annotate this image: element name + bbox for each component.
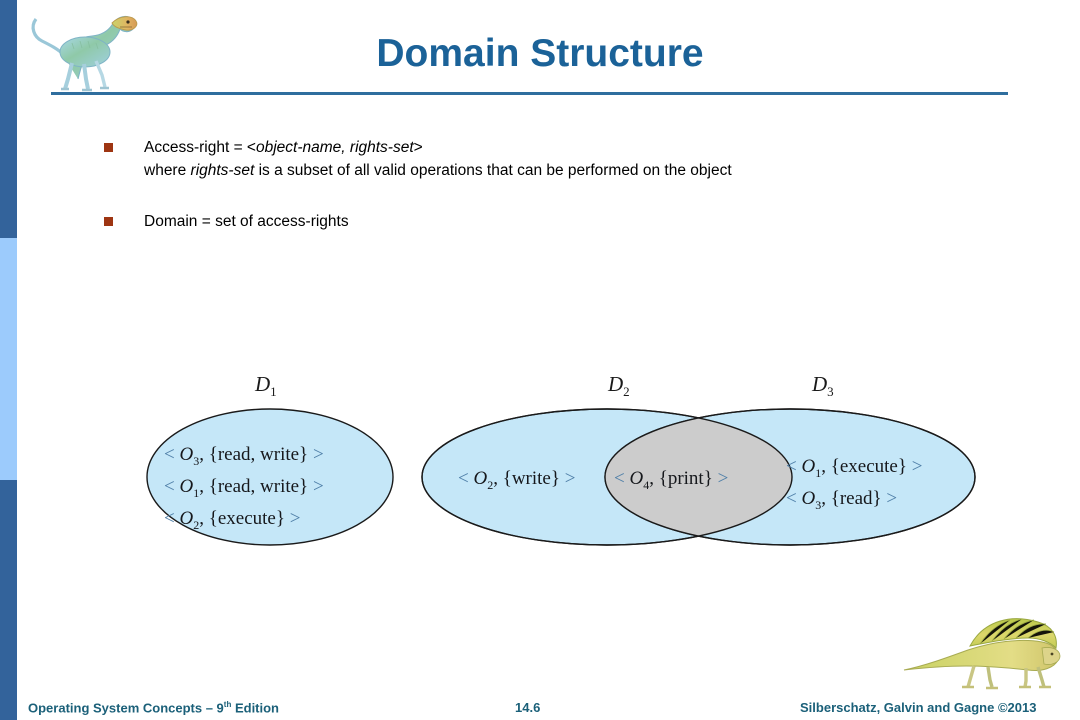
- domain-d1-entries: < O3, {read, write} > < O1, {read, write…: [164, 442, 324, 537]
- sidebar-band-middle: [0, 238, 17, 480]
- bullet-item-2: Domain = set of access-rights: [104, 210, 964, 233]
- dinosaur-icon: [31, 15, 138, 92]
- dimetrodon-icon: [903, 618, 1061, 690]
- sidebar-band-top: [0, 0, 17, 238]
- footer-page-number: 14.6: [515, 700, 541, 715]
- access-right-entry: < O1, {execute} >: [786, 456, 923, 480]
- domain-label-d3: D3: [812, 372, 834, 400]
- slide-title: Domain Structure: [376, 32, 704, 75]
- domain-intersection-d2-d3: [605, 409, 792, 545]
- domain-ellipse-d2-outline: [421, 408, 793, 546]
- square-bullet-icon: [104, 217, 113, 226]
- left-accent-sidebar: [0, 0, 17, 720]
- domain-label-d2: D2: [608, 372, 630, 400]
- access-right-entry: < O2, {write} >: [458, 468, 576, 492]
- domain-d3-entries: < O1, {execute} > < O3, {read} >: [786, 454, 922, 518]
- footer-edition: Operating System Concepts – 9th Edition: [28, 700, 280, 716]
- domain-d2-entries: < O2, {write} >: [458, 466, 575, 498]
- square-bullet-icon: [104, 143, 113, 152]
- domain-ellipse-d3-outline: [604, 408, 976, 546]
- footer-attribution: Silberschatz, Galvin and Gagne ©2013: [800, 700, 1037, 715]
- domain-venn-diagram: D1 D2 D3 < O3, {read, write} > < O1, {re…: [140, 370, 990, 550]
- bullet-text-2: Domain = set of access-rights: [144, 213, 349, 230]
- bullet-text-1: Access-right = <object-name, rights-set>…: [144, 139, 732, 179]
- sidebar-band-bottom: [0, 480, 17, 720]
- access-right-entry: < O4, {print} >: [614, 468, 729, 492]
- bullet-item-1: Access-right = <object-name, rights-set>…: [104, 136, 964, 182]
- domain-ellipse-d1: [146, 408, 394, 546]
- domain-intersection-entries: < O4, {print} >: [614, 466, 728, 498]
- access-right-entry: < O1, {read, write} >: [164, 475, 324, 500]
- domain-label-d1: D1: [255, 372, 277, 400]
- access-right-entry: < O2, {execute} >: [164, 507, 301, 532]
- access-right-entry: < O3, {read} >: [786, 487, 898, 512]
- access-right-entry: < O3, {read, write} >: [164, 444, 324, 468]
- venn-shapes: [146, 408, 976, 546]
- title-divider: [51, 92, 1008, 95]
